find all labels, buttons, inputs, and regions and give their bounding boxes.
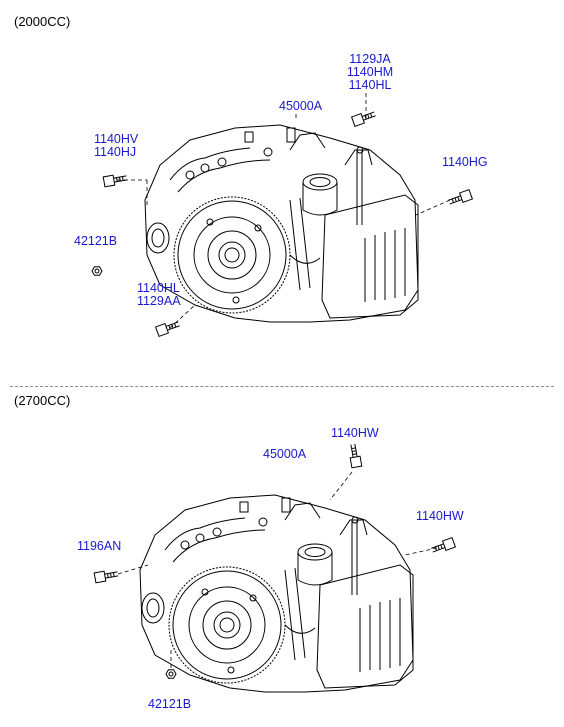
bolt-right-2700cc: [429, 537, 456, 556]
callout-bolt-right-2000cc[interactable]: 1140HG: [442, 155, 488, 169]
callout-bolt-top-2000cc[interactable]: 1129JA 1140HM 1140HL: [340, 53, 400, 92]
callout-line: 1140HL: [348, 78, 392, 92]
bolt-top-2000cc: [351, 108, 378, 127]
callout-line: 1129AA: [137, 294, 181, 308]
callout-bolt-right-2700cc[interactable]: 1140HW: [416, 509, 464, 523]
bolt-left-2000cc: [102, 172, 129, 188]
bolt-left-2700cc: [93, 568, 120, 584]
transaxle-2000cc: [144, 124, 419, 323]
section-label-2700cc: (2700CC): [14, 393, 71, 408]
callout-assembly-2700cc[interactable]: 45000A: [263, 447, 307, 461]
callout-assembly-2000cc[interactable]: 45000A: [279, 99, 323, 113]
callout-line: 1140HV: [94, 132, 139, 146]
callout-nut-left-2000cc[interactable]: 42121B: [74, 234, 118, 248]
callout-bolt-left-2000cc[interactable]: 1140HV 1140HJ: [94, 133, 138, 159]
callout-nut-bottom-2700cc[interactable]: 42121B: [148, 697, 192, 711]
nut-left-2000cc: [91, 266, 103, 276]
callout-bolt-top-2700cc[interactable]: 1140HW: [331, 426, 379, 440]
callout-line: 1140HM: [346, 65, 394, 79]
section-divider: [10, 386, 554, 387]
callout-line: 1129JA: [349, 52, 391, 66]
nut-bottom-2700cc: [165, 669, 177, 679]
bolt-right-2000cc: [446, 189, 473, 208]
bolt-top-2700cc: [347, 442, 363, 469]
callout-line: 1140HJ: [94, 145, 137, 159]
callout-line: 1140HL: [137, 281, 180, 295]
callout-bolt-left-2700cc[interactable]: 1196AN: [77, 539, 122, 553]
section-label-2000cc: (2000CC): [14, 14, 71, 29]
transaxle-2700cc: [139, 494, 414, 693]
callout-bolt-bottom-2000cc[interactable]: 1140HL 1129AA: [137, 282, 181, 308]
